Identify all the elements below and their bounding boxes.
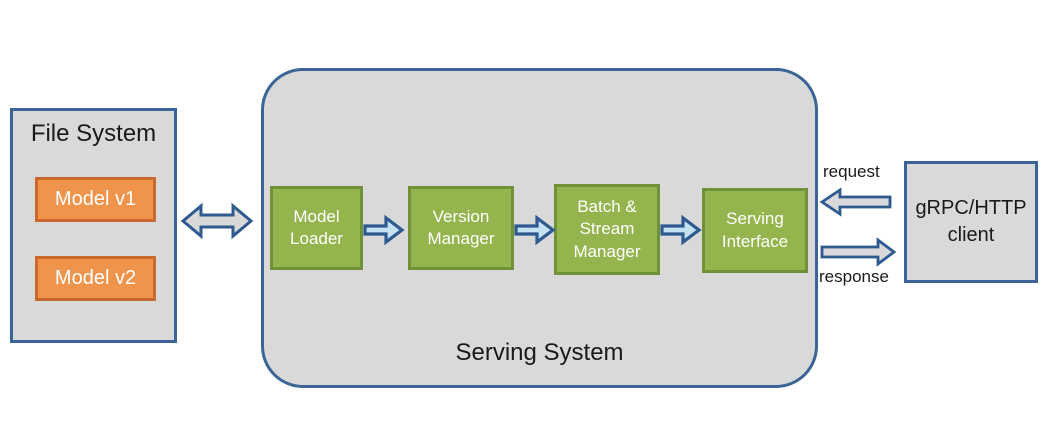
file-system-title: File System [30, 120, 157, 147]
request-label: request [823, 162, 880, 181]
request-left-arrow-icon [819, 187, 892, 217]
component-model-loader: Model Loader [270, 186, 363, 270]
right-block-arrow-icon [514, 214, 556, 246]
model-v1-box: Model v1 [35, 177, 156, 222]
response-label: response [819, 267, 889, 286]
grpc-http-client-box: gRPC/HTTP client [904, 161, 1038, 283]
right-block-arrow-icon [363, 214, 405, 246]
file-system-box: File System Model v1 Model v2 [10, 108, 177, 343]
batch-stream-manager-label: Batch & Stream Manager [573, 196, 641, 261]
response-right-arrow-icon [820, 237, 897, 267]
component-batch-stream-manager: Batch & Stream Manager [554, 184, 660, 275]
serving-system-title: Serving System [455, 339, 624, 366]
model-v1-label: Model v1 [54, 188, 137, 210]
model-loader-label: Model Loader [290, 206, 343, 248]
component-serving-interface: Serving Interface [702, 188, 808, 273]
client-label-line1: gRPC/HTTP [915, 197, 1027, 219]
right-block-arrow-icon [660, 214, 702, 246]
model-v2-label: Model v2 [54, 267, 137, 289]
component-version-manager: Version Manager [408, 186, 514, 270]
version-manager-label: Version Manager [427, 206, 495, 248]
double-headed-arrow-icon [180, 202, 254, 240]
model-v2-box: Model v2 [35, 256, 156, 301]
serving-interface-label: Serving Interface [721, 209, 789, 251]
client-label-line2: client [947, 224, 995, 246]
